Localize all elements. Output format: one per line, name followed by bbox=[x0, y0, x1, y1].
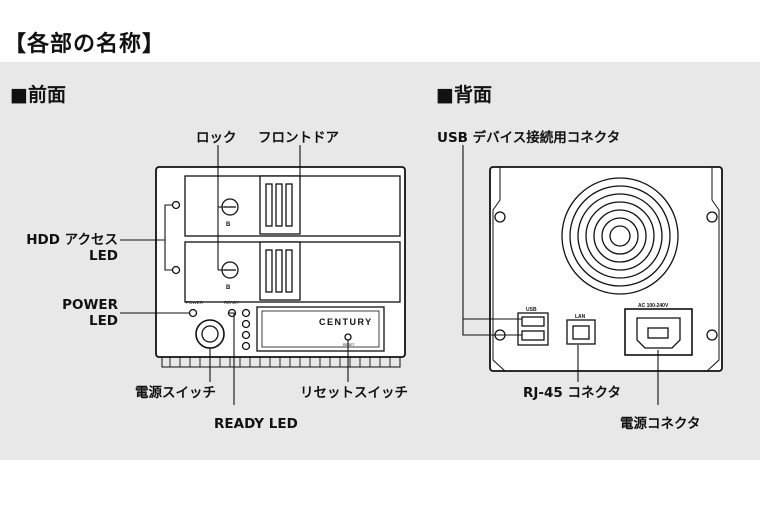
power-imprint: POWER bbox=[186, 300, 204, 305]
hdd-led-2 bbox=[171, 265, 181, 275]
ac-inlet bbox=[624, 308, 693, 356]
power-led bbox=[188, 308, 198, 318]
label-lock: ロック bbox=[196, 130, 237, 146]
back-heading: ■背面 bbox=[436, 84, 492, 106]
page-title: 【各部の名称】 bbox=[4, 32, 166, 57]
brand-logo: CENTURY bbox=[319, 317, 373, 327]
label-reset-switch: リセットスイッチ bbox=[300, 385, 408, 401]
lan-port bbox=[566, 319, 596, 345]
fan-grille bbox=[561, 177, 679, 295]
usb-imprint: USB bbox=[526, 307, 537, 313]
front-unit bbox=[155, 166, 406, 368]
front-heading: ■前面 bbox=[10, 84, 66, 106]
front-leaders bbox=[120, 145, 349, 405]
ready-imprint: READY bbox=[224, 300, 240, 305]
reset-imprint: RESET bbox=[343, 343, 356, 347]
bay1-mark: B bbox=[226, 222, 231, 228]
label-power-led-1: POWER bbox=[62, 297, 118, 313]
ac-imprint: AC 100-240V bbox=[638, 303, 669, 309]
hdd-led-1 bbox=[171, 200, 181, 210]
label-hdd-access-1: HDD アクセス bbox=[26, 232, 118, 248]
label-front-door: フロントドア bbox=[258, 130, 339, 146]
label-rj45-connector: RJ-45 コネクタ bbox=[523, 385, 621, 401]
back-leaders bbox=[462, 145, 659, 405]
label-ready-led: READY LED bbox=[214, 416, 298, 432]
label-power-connector: 電源コネクタ bbox=[620, 416, 701, 432]
label-power-switch: 電源スイッチ bbox=[135, 385, 216, 401]
label-hdd-access-2: LED bbox=[88, 248, 118, 264]
label-usb-connector: USB デバイス接続用コネクタ bbox=[437, 130, 621, 146]
lan-imprint: LAN bbox=[575, 314, 586, 320]
label-power-led-2: LED bbox=[88, 313, 118, 329]
back-unit bbox=[489, 166, 723, 372]
bay2-mark: B bbox=[226, 285, 231, 291]
display-window bbox=[256, 306, 385, 352]
